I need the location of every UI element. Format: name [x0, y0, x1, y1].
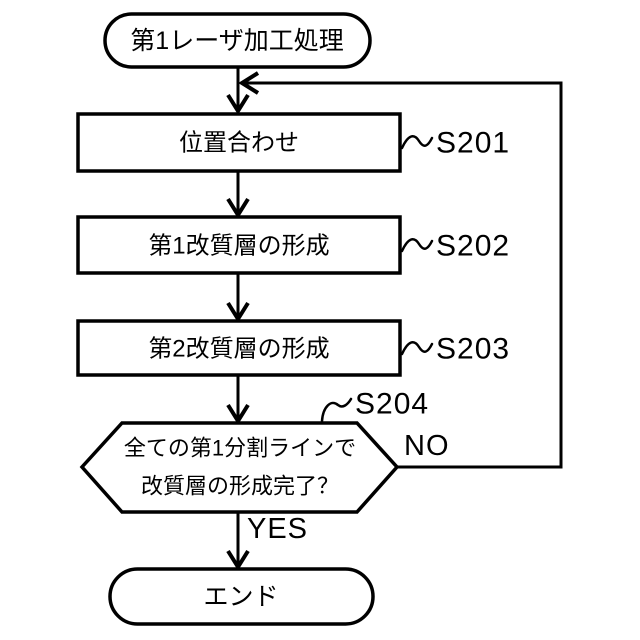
connector-layer1-to-layer2 [226, 273, 250, 323]
start-label: 第1レーザ加工処理 [130, 27, 343, 55]
connector-layer2-to-decision [226, 375, 250, 425]
step-label-s202: S202 [436, 230, 510, 263]
arrowhead-down-icon [226, 93, 250, 115]
branch-label-yes: YES [247, 513, 308, 545]
tilde-leader-s204 [320, 397, 353, 423]
tilde-leader-s202 [400, 238, 434, 253]
node-start-terminal [103, 12, 372, 69]
step-label-s201: S201 [436, 127, 510, 160]
connector-start-to-align [226, 66, 250, 115]
decision-label-line1: 全ての第1分割ラインで [124, 436, 356, 461]
step-label-s203: S203 [436, 333, 510, 366]
arrowhead-down-icon [226, 549, 250, 571]
arrowhead-down-icon [226, 197, 250, 219]
branch-label-no: NO [404, 430, 450, 462]
node-layer2-box [76, 319, 402, 377]
node-layer1-box [76, 215, 402, 275]
node-align-box [76, 112, 402, 173]
connector-no-loopback [238, 71, 563, 469]
tilde-leader-s201 [400, 135, 434, 150]
arrowhead-down-icon [226, 301, 250, 323]
align-label: 位置合わせ [179, 130, 299, 157]
connector-align-to-layer1 [226, 171, 250, 219]
connector-decision-to-end [226, 512, 250, 571]
arrowhead-down-icon [226, 403, 250, 425]
layer2-label: 第2改質層の形成 [148, 336, 329, 363]
layer1-label: 第1改質層の形成 [148, 233, 329, 260]
end-label: エンド [203, 583, 278, 611]
node-end-terminal [108, 567, 375, 626]
arrowhead-left-icon [238, 71, 260, 95]
step-label-s204: S204 [355, 388, 429, 421]
tilde-leader-s203 [400, 341, 434, 356]
node-decision-hexagon [79, 421, 400, 514]
decision-label-line2: 改質層の形成完了？ [141, 474, 339, 499]
